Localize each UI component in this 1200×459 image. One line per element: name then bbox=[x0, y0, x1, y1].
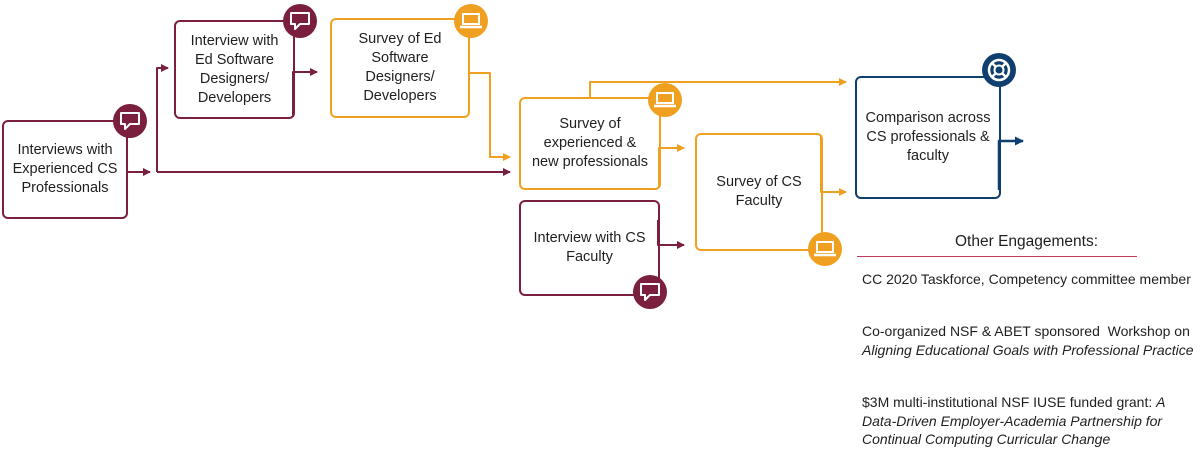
engagement-item-taskforce-text: CC 2020 Taskforce, Competency committee … bbox=[862, 271, 1191, 287]
other-engagements-title: Other Engagements: bbox=[955, 233, 1099, 250]
engagement-item-grant-title: A Data-Driven Employer-Academia Partners… bbox=[862, 394, 1165, 447]
speech-bubble-icon bbox=[283, 4, 317, 38]
laptop-icon bbox=[808, 232, 842, 266]
engagement-item-grant-text: $3M multi-institutional NSF IUSE funded … bbox=[862, 394, 1157, 410]
lifebuoy-icon bbox=[982, 53, 1016, 87]
node-survey-experienced-new: Survey of experienced & new professional… bbox=[519, 97, 661, 190]
arrow-faculty-survey-to-comparison bbox=[820, 135, 847, 196]
node-survey-cs-faculty: Survey of CS Faculty bbox=[695, 133, 823, 251]
arrow-ed-interview-to-ed-survey bbox=[292, 68, 318, 117]
node-interview-ed-software-label: Interview with Ed Software Designers/ De… bbox=[190, 32, 279, 106]
node-interviews-experienced-label: Interviews with Experienced CS Professio… bbox=[12, 142, 118, 196]
node-survey-cs-faculty-label: Survey of CS Faculty bbox=[716, 174, 802, 209]
laptop-icon bbox=[454, 4, 488, 38]
engagement-item-taskforce: CC 2020 Taskforce, Competency committee … bbox=[862, 270, 1196, 289]
arrow-ed-survey-to-survey-professionals bbox=[468, 72, 511, 161]
engagement-item-workshop-title: Aligning Educational Goals with Professi… bbox=[862, 341, 1194, 358]
arrow-faculty-interview-to-faculty-survey bbox=[657, 220, 685, 249]
speech-bubble-icon bbox=[633, 275, 667, 309]
node-interview-cs-faculty: Interview with CS Faculty bbox=[519, 200, 660, 296]
engagement-item-workshop-text: Co-organized NSF & ABET sponsored Worksh… bbox=[862, 323, 1194, 339]
laptop-icon bbox=[648, 83, 682, 117]
arrow-survey-professionals-to-faculty-survey bbox=[658, 144, 685, 187]
node-comparison-label: Comparison across CS professionals & fac… bbox=[865, 110, 991, 164]
engagement-item-grant: $3M multi-institutional NSF IUSE funded … bbox=[862, 393, 1196, 449]
other-engagements-divider bbox=[857, 256, 1137, 257]
node-survey-ed-software-label: Survey of Ed Software Designers/ Develop… bbox=[358, 31, 442, 104]
node-survey-experienced-new-label: Survey of experienced & new professional… bbox=[531, 116, 649, 170]
arrow-branch-to-ed-interview bbox=[156, 64, 169, 172]
node-comparison: Comparison across CS professionals & fac… bbox=[855, 76, 1001, 199]
arrow-survey-professionals-to-comparison bbox=[589, 78, 847, 99]
node-interviews-experienced: Interviews with Experienced CS Professio… bbox=[2, 120, 128, 219]
node-interview-cs-faculty-label: Interview with CS Faculty bbox=[533, 230, 646, 265]
speech-bubble-icon bbox=[113, 104, 147, 138]
node-survey-ed-software: Survey of Ed Software Designers/ Develop… bbox=[330, 18, 470, 118]
arrow-comparison-out bbox=[997, 136, 1024, 190]
node-interview-ed-software: Interview with Ed Software Designers/ De… bbox=[174, 20, 295, 119]
engagement-item-workshop: Co-organized NSF & ABET sponsored Worksh… bbox=[862, 322, 1196, 359]
